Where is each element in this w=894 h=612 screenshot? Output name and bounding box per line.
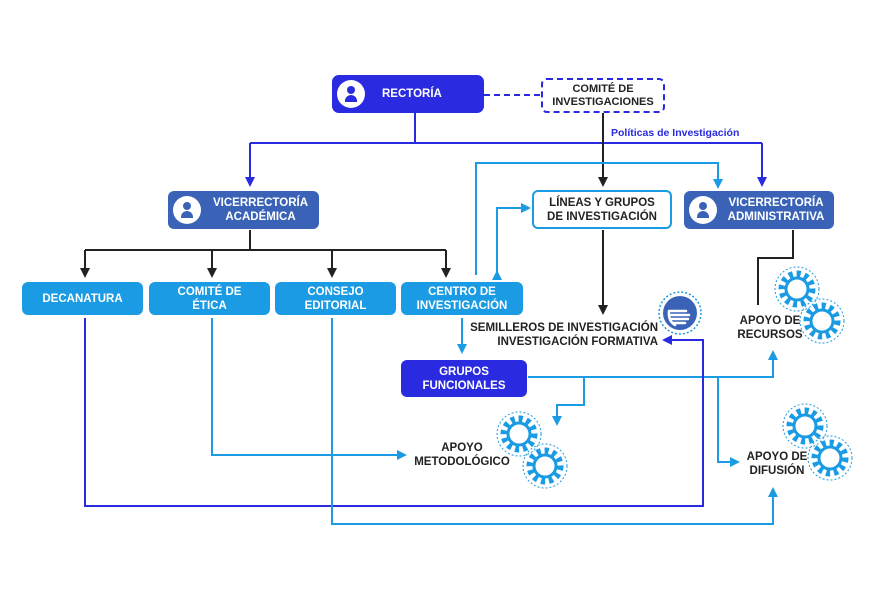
centro-lineas-bidirectional-arrow (492, 203, 531, 280)
semilleros-label-line1: SEMILLEROS DE INVESTIGACIÓN (470, 322, 658, 334)
gear-icon (807, 435, 853, 481)
lineas-label-line1: LÍNEAS Y GRUPOS (549, 196, 655, 209)
centro-label-line2: INVESTIGACIÓN (416, 299, 508, 312)
lineas-grupos-box[interactable]: LÍNEAS Y GRUPOS DE INVESTIGACIÓN (532, 190, 672, 229)
consejo-label-line1: CONSEJO (307, 285, 364, 298)
lineas-label-line2: DE INVESTIGACIÓN (547, 210, 657, 223)
centro-label-line1: CENTRO DE (428, 285, 496, 298)
etica-to-metodologico-arrow (211, 318, 407, 460)
apoyo-difusion-label: APOYO DE DIFUSIÓN (742, 450, 812, 478)
decanatura-box[interactable]: DECANATURA (22, 282, 143, 315)
grupos-label-line2: FUNCIONALES (422, 379, 506, 392)
vice-academica-box[interactable]: VICERRECTORÍA ACADÉMICA (168, 191, 319, 229)
vice-academica-label-line2: ACADÉMICA (225, 211, 296, 223)
user-icon (173, 196, 201, 224)
consejo-editorial-box[interactable]: CONSEJO EDITORIAL (275, 282, 396, 315)
gear-icon (496, 411, 542, 457)
vice-administrativa-label-line2: ADMINISTRATIVA (727, 211, 825, 223)
comite-etica-label-line1: COMITÉ DE (177, 285, 242, 298)
gear-icon (799, 298, 845, 344)
gear-icon (522, 443, 568, 489)
apoyo-recursos-label-line2: RECURSOS (737, 329, 803, 341)
decanatura-label: DECANATURA (42, 292, 123, 305)
user-icon (689, 196, 717, 224)
vice-administrativa-box[interactable]: VICERRECTORÍA ADMINISTRATIVA (684, 191, 834, 229)
consejo-to-difusion-arrow (331, 318, 778, 525)
gear-icon (774, 266, 820, 312)
grupos-to-metodologico-arrow (552, 377, 585, 426)
vice-academica-branch-connector (85, 230, 446, 251)
hand-icon (658, 291, 702, 335)
vice-administrativa-to-recursos-connector (757, 230, 794, 305)
apoyo-difusion-label-line2: DIFUSIÓN (749, 465, 805, 477)
apoyo-metodologico-label: APOYO METODOLÓGICO (410, 441, 514, 469)
apoyo-recursos-label-line1: APOYO DE (739, 315, 801, 327)
centro-to-vice-administrativa-arrow (475, 162, 723, 275)
user-icon (337, 80, 365, 108)
centro-investigacion-box[interactable]: CENTRO DE INVESTIGACIÓN (401, 282, 523, 315)
comite-etica-label-line2: ÉTICA (192, 299, 227, 312)
apoyo-metodologico-label-line2: METODOLÓGICO (414, 456, 510, 468)
decanatura-to-semilleros-arrow (84, 318, 704, 507)
vice-administrativa-label-line1: VICERRECTORÍA (728, 197, 824, 209)
politicas-investigacion-label: Políticas de Investigación (611, 127, 740, 139)
apoyo-recursos-label: APOYO DE RECURSOS (735, 314, 805, 342)
comite-etica-box[interactable]: COMITÉ DE ÉTICA (149, 282, 270, 315)
rectoria-to-vicerrectorias-connector (250, 113, 762, 144)
rectoria-box[interactable]: RECTORÍA (332, 75, 484, 113)
grupos-label-line1: GRUPOS (439, 365, 489, 378)
comite-investigaciones-box[interactable]: COMITÉ DE INVESTIGACIONES (541, 78, 665, 113)
grupos-to-recursos-arrow (528, 350, 778, 378)
gear-icon (782, 403, 828, 449)
vice-academica-label-line1: VICERRECTORÍA (213, 197, 308, 209)
grupos-to-difusion-arrow (717, 377, 740, 467)
rectoria-label: RECTORÍA (382, 88, 442, 100)
consejo-label-line2: EDITORIAL (304, 299, 367, 312)
comite-investigaciones-label-line2: INVESTIGACIONES (552, 95, 654, 108)
semilleros-label: SEMILLEROS DE INVESTIGACIÓN INVESTIGACIÓ… (470, 321, 658, 349)
apoyo-metodologico-label-line1: APOYO (441, 442, 483, 454)
apoyo-difusion-label-line1: APOYO DE (746, 451, 808, 463)
grupos-funcionales-box[interactable]: GRUPOS FUNCIONALES (401, 360, 527, 397)
comite-investigaciones-label-line1: COMITÉ DE (572, 82, 634, 95)
semilleros-label-line2: INVESTIGACIÓN FORMATIVA (497, 336, 658, 348)
